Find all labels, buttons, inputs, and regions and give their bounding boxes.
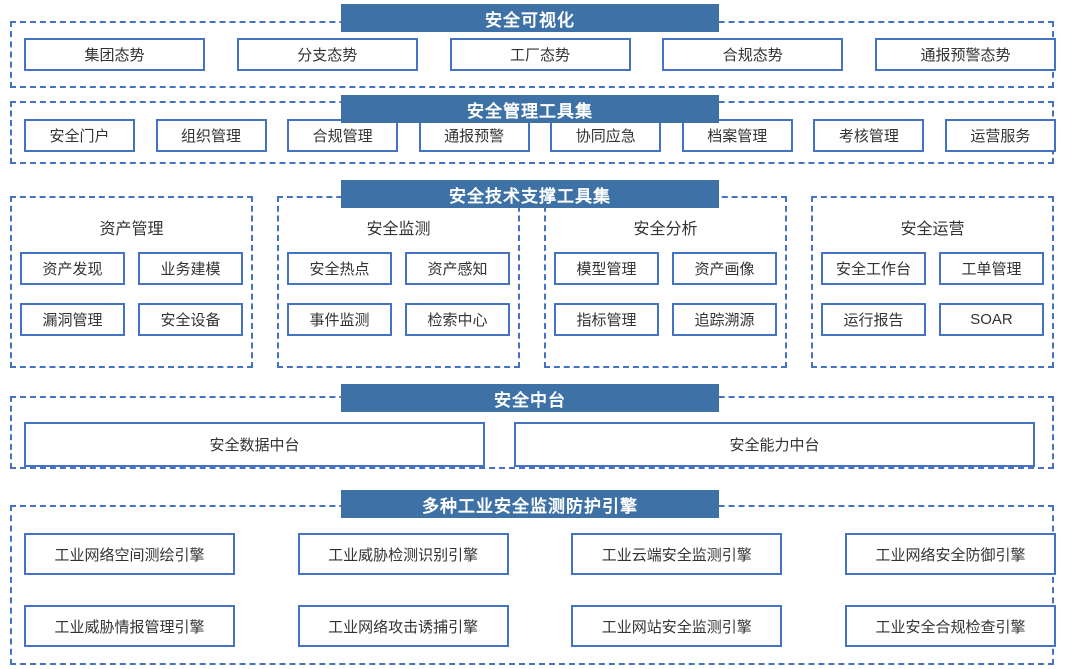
engine-item-attack-trapping: 工业网络攻击诱捕引擎 bbox=[297, 605, 509, 647]
visualization-item-alert-posture: 通报预警态势 bbox=[875, 38, 1056, 71]
tech-group-grid: 模型管理 资产画像 指标管理 追踪溯源 bbox=[546, 252, 785, 336]
management-item-archive: 档案管理 bbox=[681, 119, 793, 152]
tech-item-vuln-management: 漏洞管理 bbox=[20, 303, 125, 336]
tech-item-ticket-management: 工单管理 bbox=[939, 252, 1044, 285]
engine-item-compliance-check: 工业安全合规检查引擎 bbox=[844, 605, 1056, 647]
section-management-header: 安全管理工具集 bbox=[341, 95, 719, 123]
tech-group-title: 资产管理 bbox=[99, 221, 164, 238]
tech-support-groups: 资产管理 资产发现 业务建模 漏洞管理 安全设备 安全监测 安全热点 资产感知 … bbox=[10, 196, 1054, 368]
engine-item-cloud-monitoring: 工业云端安全监测引擎 bbox=[571, 533, 783, 575]
tech-group-title: 安全监测 bbox=[366, 221, 431, 238]
visualization-item-group-posture: 集团态势 bbox=[24, 38, 205, 71]
tech-group-security-analysis: 安全分析 模型管理 资产画像 指标管理 追踪溯源 bbox=[544, 196, 787, 368]
engine-item-threat-intel: 工业威胁情报管理引擎 bbox=[24, 605, 235, 647]
engine-item-threat-detection: 工业威胁检测识别引擎 bbox=[297, 533, 509, 575]
engine-item-website-monitoring: 工业网站安全监测引擎 bbox=[571, 605, 783, 647]
tech-group-grid: 安全工作台 工单管理 运行报告 SOAR bbox=[813, 252, 1052, 336]
tech-item-model-management: 模型管理 bbox=[554, 252, 659, 285]
tech-group-asset-management: 资产管理 资产发现 业务建模 漏洞管理 安全设备 bbox=[10, 196, 253, 368]
management-row: 安全门户 组织管理 合规管理 通报预警 协同应急 档案管理 考核管理 运营服务 bbox=[0, 119, 1080, 152]
tech-item-trace-source: 追踪溯源 bbox=[672, 303, 777, 336]
tech-item-asset-awareness: 资产感知 bbox=[405, 252, 510, 285]
management-item-compliance: 合规管理 bbox=[287, 119, 399, 152]
tech-item-security-workbench: 安全工作台 bbox=[821, 252, 926, 285]
middle-platform-item-data: 安全数据中台 bbox=[24, 422, 485, 467]
engines-row-2: 工业威胁情报管理引擎 工业网络攻击诱捕引擎 工业网站安全监测引擎 工业安全合规检… bbox=[0, 605, 1080, 647]
visualization-item-compliance-posture: 合规态势 bbox=[662, 38, 844, 71]
tech-item-asset-discovery: 资产发现 bbox=[20, 252, 125, 285]
management-item-assessment: 考核管理 bbox=[813, 119, 925, 152]
tech-item-operation-report: 运行报告 bbox=[821, 303, 926, 336]
engine-item-cyberspace-mapping: 工业网络空间测绘引擎 bbox=[24, 533, 235, 575]
section-visualization-header: 安全可视化 bbox=[341, 4, 719, 32]
tech-item-event-monitoring: 事件监测 bbox=[287, 303, 392, 336]
section-engines-header: 多种工业安全监测防护引擎 bbox=[341, 490, 719, 518]
tech-item-security-device: 安全设备 bbox=[138, 303, 243, 336]
engine-item-network-defense: 工业网络安全防御引擎 bbox=[844, 533, 1056, 575]
management-item-operation-service: 运营服务 bbox=[944, 119, 1056, 152]
middle-platform-item-capability: 安全能力中台 bbox=[514, 422, 1035, 467]
visualization-item-factory-posture: 工厂态势 bbox=[449, 38, 631, 71]
tech-group-security-monitoring: 安全监测 安全热点 资产感知 事件监测 检索中心 bbox=[277, 196, 520, 368]
visualization-row: 集团态势 分支态势 工厂态势 合规态势 通报预警态势 bbox=[0, 38, 1080, 71]
management-item-organization: 组织管理 bbox=[155, 119, 267, 152]
tech-item-asset-profile: 资产画像 bbox=[672, 252, 777, 285]
section-middle-platform-header: 安全中台 bbox=[341, 384, 719, 412]
tech-group-security-operations: 安全运营 安全工作台 工单管理 运行报告 SOAR bbox=[811, 196, 1054, 368]
engines-row-1: 工业网络空间测绘引擎 工业威胁检测识别引擎 工业云端安全监测引擎 工业网络安全防… bbox=[0, 533, 1080, 575]
tech-group-grid: 安全热点 资产感知 事件监测 检索中心 bbox=[279, 252, 518, 336]
section-tech-support-header: 安全技术支撑工具集 bbox=[341, 180, 719, 208]
tech-item-soar: SOAR bbox=[939, 303, 1044, 336]
tech-item-security-hotspot: 安全热点 bbox=[287, 252, 392, 285]
visualization-item-branch-posture: 分支态势 bbox=[236, 38, 418, 71]
management-item-alert: 通报预警 bbox=[418, 119, 530, 152]
management-item-emergency: 协同应急 bbox=[550, 119, 662, 152]
management-item-portal: 安全门户 bbox=[24, 119, 135, 152]
tech-item-indicator-management: 指标管理 bbox=[554, 303, 659, 336]
tech-item-search-center: 检索中心 bbox=[405, 303, 510, 336]
tech-group-grid: 资产发现 业务建模 漏洞管理 安全设备 bbox=[12, 252, 251, 336]
tech-item-business-modeling: 业务建模 bbox=[138, 252, 243, 285]
tech-group-title: 安全运营 bbox=[900, 221, 965, 238]
tech-group-title: 安全分析 bbox=[633, 221, 698, 238]
